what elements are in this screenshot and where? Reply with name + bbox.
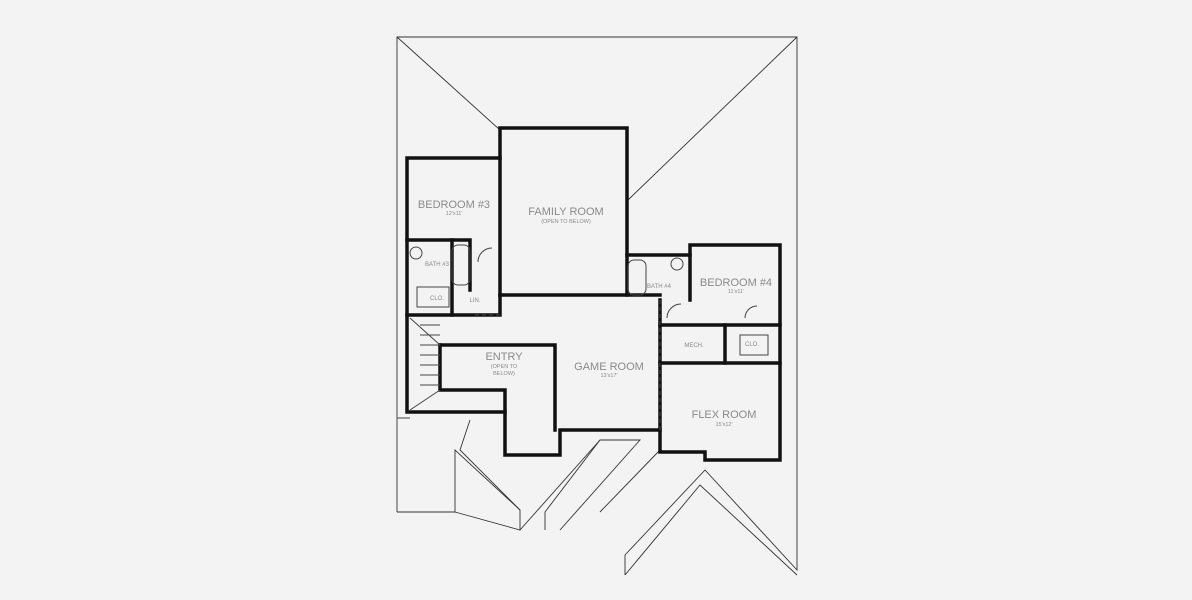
game-room-size: 13'x17' [600, 373, 617, 379]
roof-outline [396, 36, 798, 576]
details [409, 244, 769, 430]
entry-note-2: BELOW) [493, 371, 515, 377]
floor-area [500, 128, 627, 295]
game-room-label: GAME ROOM [574, 361, 644, 373]
bedroom4-size: 11'x11' [728, 289, 744, 295]
mech-label: MECH. [684, 343, 704, 349]
bath3-label: BATH #3 [425, 262, 450, 268]
bedroom3-label: BEDROOM #3 [418, 199, 490, 211]
bedroom4-label: BEDROOM #4 [700, 277, 772, 289]
entry-note-1: (OPEN TO [491, 364, 518, 370]
bedroom3-size: 12'x11' [446, 211, 463, 217]
flex-room-size: 15'x12' [715, 422, 732, 428]
flex-room-label: FLEX ROOM [692, 409, 757, 421]
bath4-label: BATH #4 [647, 284, 672, 290]
closet4-label: CLO. [745, 342, 759, 348]
linen-label: LIN. [469, 298, 480, 304]
family-room-label: FAMILY ROOM [528, 206, 603, 218]
closet3-label: CLO. [430, 296, 444, 302]
family-room-note: (OPEN TO BELOW) [541, 219, 591, 225]
entry-label: ENTRY [485, 351, 523, 363]
